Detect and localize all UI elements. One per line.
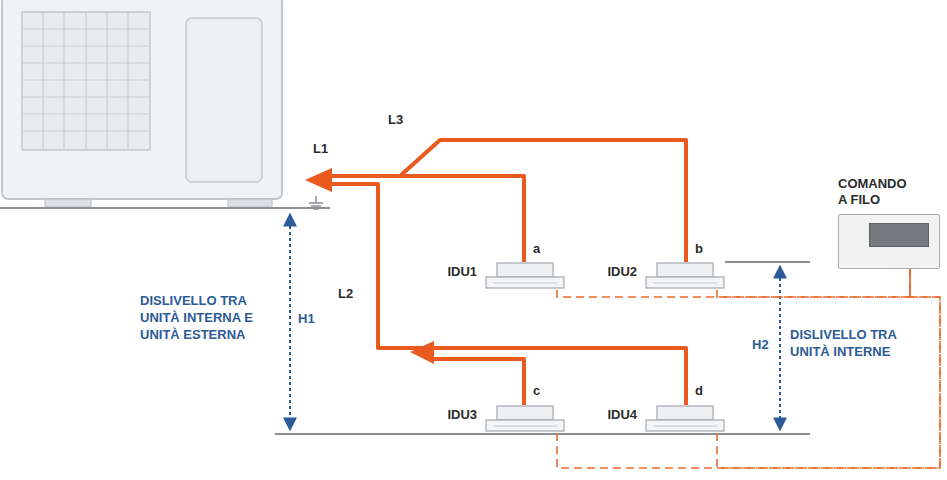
floor-line bbox=[0, 207, 330, 209]
dimension-note: DISLIVELLO TRA UNITÀ INTERNA E UNITÀ EST… bbox=[140, 292, 268, 343]
ground-symbol bbox=[309, 196, 323, 209]
wired-remote: COMANDO A FILO bbox=[838, 176, 940, 269]
indoor-unit: IDU1 bbox=[447, 262, 565, 290]
indoor-unit-shape bbox=[485, 262, 565, 290]
dimension-name: H2 bbox=[752, 336, 769, 353]
pipe-letter: c bbox=[533, 382, 540, 399]
pipe-length: L2 bbox=[338, 285, 353, 302]
indoor-unit: IDU3 bbox=[447, 405, 565, 433]
control-wire bbox=[717, 269, 940, 468]
unit-name: IDU3 bbox=[447, 407, 477, 423]
indoor-unit-shape bbox=[645, 405, 725, 433]
unit-name: IDU4 bbox=[607, 407, 637, 423]
pipe-length: L1 bbox=[313, 140, 328, 157]
control-wire bbox=[557, 269, 940, 468]
pipe-arrowhead bbox=[305, 168, 332, 192]
pipe-letter: b bbox=[695, 240, 703, 257]
device-name: COMANDO A FILO bbox=[838, 176, 916, 208]
refrigerant-pipe bbox=[330, 140, 686, 405]
outdoor-unit bbox=[2, 0, 282, 207]
unit-name: IDU2 bbox=[607, 264, 637, 280]
control-wire bbox=[717, 269, 910, 297]
dimension-note: DISLIVELLO TRA UNITÀ INTERNE bbox=[790, 326, 926, 360]
dimension-name: H1 bbox=[298, 310, 315, 327]
remote-body bbox=[838, 214, 940, 269]
height-dimension bbox=[289, 214, 291, 430]
pipe-arrowhead bbox=[410, 341, 434, 364]
pipe-length: L3 bbox=[388, 111, 403, 128]
indoor-unit-shape bbox=[645, 262, 725, 290]
pipe-letter: d bbox=[695, 382, 703, 399]
indoor-unit: IDU4 bbox=[607, 405, 725, 433]
indoor-unit-shape bbox=[485, 405, 565, 433]
indoor-unit: IDU2 bbox=[607, 262, 725, 290]
ceiling-line bbox=[725, 261, 810, 263]
unit-name: IDU1 bbox=[447, 264, 477, 280]
pipe-letter: a bbox=[533, 240, 540, 257]
height-dimension bbox=[779, 266, 781, 430]
remote-screen bbox=[869, 223, 929, 247]
floor-line bbox=[275, 433, 810, 435]
